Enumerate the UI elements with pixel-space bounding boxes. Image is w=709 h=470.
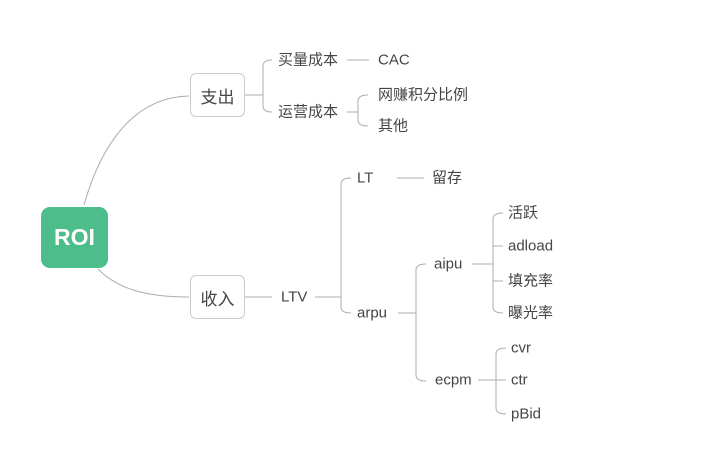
- node-other[interactable]: 其他: [378, 117, 409, 135]
- node-cac[interactable]: CAC: [378, 51, 410, 69]
- bracket-expense-children: [262, 59, 273, 113]
- node-adload[interactable]: adload: [508, 237, 554, 255]
- node-exposure-rate[interactable]: 曝光率: [508, 304, 554, 322]
- node-ltv[interactable]: LTV: [281, 288, 308, 306]
- bracket-aipu-children: [492, 212, 504, 314]
- bracket-ecpm-children: [495, 347, 507, 415]
- node-operating-cost[interactable]: 运营成本: [278, 103, 339, 121]
- node-buy-volume-cost[interactable]: 买量成本: [278, 51, 339, 69]
- bracket-ltv-children: [340, 177, 352, 314]
- edge-roi-expense: [83, 95, 190, 206]
- node-fill-rate[interactable]: 填充率: [508, 272, 554, 290]
- node-lt[interactable]: LT: [357, 169, 374, 187]
- node-pbid[interactable]: pBid: [511, 405, 542, 423]
- node-ctr[interactable]: ctr: [511, 371, 528, 389]
- node-arpu[interactable]: arpu: [357, 304, 388, 322]
- node-income[interactable]: 收入: [190, 275, 245, 319]
- edge-roi-income: [97, 268, 190, 298]
- node-ecpm[interactable]: ecpm: [435, 371, 472, 389]
- node-points-ratio[interactable]: 网赚积分比例: [378, 86, 469, 104]
- node-active-users[interactable]: 活跃: [508, 204, 539, 222]
- bracket-opcost-children: [357, 94, 369, 127]
- bracket-arpu-children: [415, 263, 427, 382]
- node-aipu[interactable]: aipu: [434, 255, 463, 273]
- node-roi[interactable]: ROI: [41, 207, 108, 268]
- node-retention[interactable]: 留存: [432, 169, 463, 187]
- node-expense[interactable]: 支出: [190, 73, 245, 117]
- node-cvr[interactable]: cvr: [511, 339, 531, 357]
